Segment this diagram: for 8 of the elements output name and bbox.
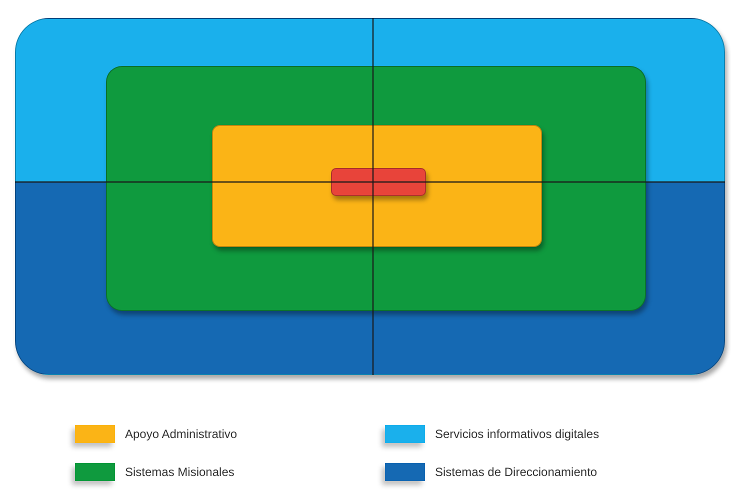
layer-panel-shape	[106, 66, 646, 311]
layer-panel-shape	[331, 168, 426, 196]
layer-panel-shape	[15, 18, 725, 375]
layer-panel-shape	[212, 125, 542, 247]
legend-label: Servicios informativos digitales	[435, 427, 600, 441]
legend-label: Sistemas de Direccionamiento	[435, 465, 598, 479]
legend-label: Apoyo Administrativo	[125, 427, 238, 441]
legend-label: Sistemas Misionales	[125, 465, 234, 479]
